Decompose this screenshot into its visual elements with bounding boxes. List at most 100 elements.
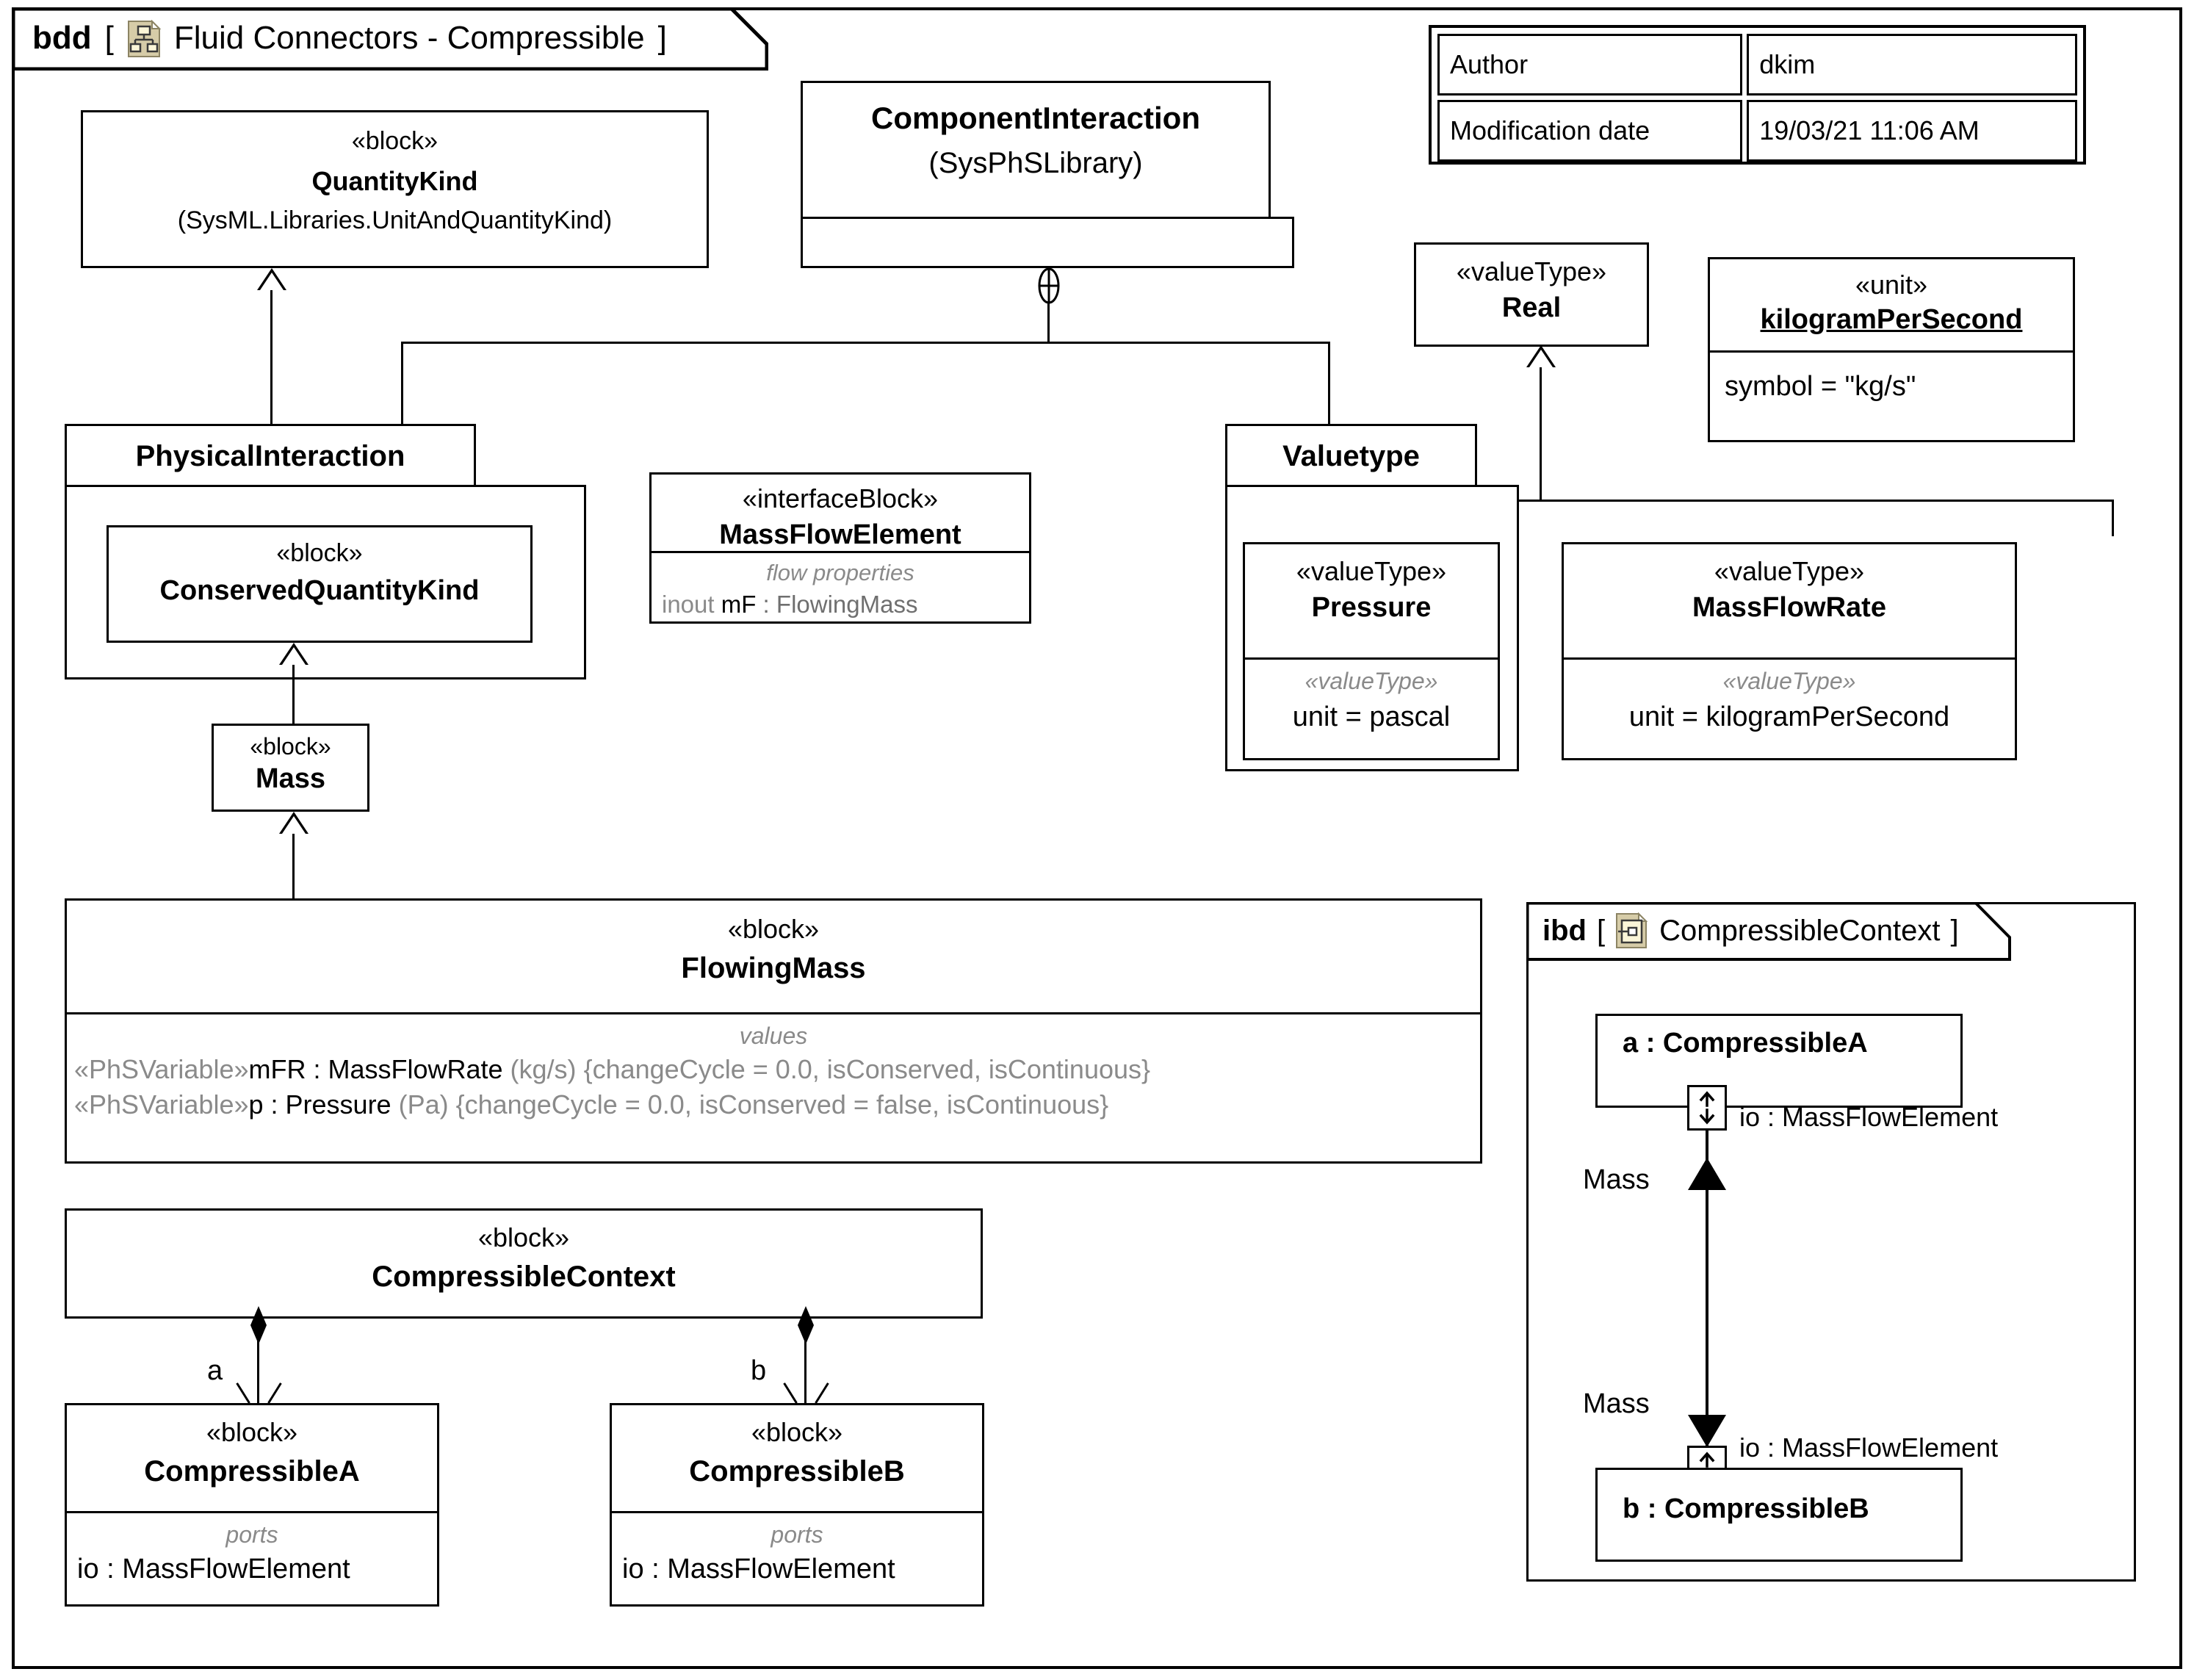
block-massflowelement-flowproperties: flow properties inout mF : FlowingMass bbox=[649, 551, 1031, 624]
block-compressibleb-ports: ports io : MassFlowElement bbox=[610, 1511, 984, 1607]
metadata-value-modification-date: 19/03/21 11:06 AM bbox=[1747, 100, 2077, 162]
ibd-flow-label-top: Mass bbox=[1583, 1164, 1650, 1195]
generalization-arrow-inner bbox=[282, 647, 306, 665]
compartment-title: «valueType» bbox=[1305, 668, 1438, 694]
block-name: ComponentInteraction bbox=[871, 101, 1200, 135]
value-property: unit = kilogramPerSecond bbox=[1628, 702, 1950, 733]
block-quantitykind[interactable]: «block» QuantityKind (SysML.Libraries.Un… bbox=[81, 110, 709, 268]
table-row: Author dkim bbox=[1437, 34, 2077, 95]
flow-arrow-up bbox=[1688, 1158, 1726, 1190]
block-stereotype: «block» bbox=[351, 127, 439, 155]
block-flowingmass-values: values «PhSVariable»mFR : MassFlowRate (… bbox=[65, 1012, 1482, 1164]
value-stereotype: «PhSVariable» bbox=[74, 1089, 249, 1120]
block-compressibleb[interactable]: «block» CompressibleB bbox=[610, 1403, 984, 1513]
metadata-table: Author dkim Modification date 19/03/21 1… bbox=[1429, 25, 2086, 165]
compartment-title: «valueType» bbox=[1722, 668, 1856, 694]
block-name: MassFlowRate bbox=[1692, 592, 1886, 624]
block-name: FlowingMass bbox=[681, 952, 866, 985]
value-constraints: {changeCycle = 0.0, isConserved = false,… bbox=[448, 1089, 1109, 1120]
containment-line bbox=[401, 342, 1330, 344]
block-stereotype: «block» bbox=[477, 1222, 570, 1252]
block-name: MassFlowElement bbox=[719, 519, 961, 551]
block-name: ConservedQuantityKind bbox=[159, 575, 480, 607]
value-core: mFR : MassFlowRate bbox=[248, 1054, 503, 1085]
generalization-fork-branch bbox=[2112, 500, 2114, 536]
block-stereotype: «interfaceBlock» bbox=[742, 483, 939, 513]
containment-icon bbox=[1033, 267, 1062, 304]
value-stereotype: «PhSVariable» bbox=[74, 1054, 249, 1085]
generalization-line bbox=[1540, 367, 1542, 501]
value-property-row: «PhSVariable»p : Pressure (Pa) {changeCy… bbox=[67, 1088, 1480, 1122]
flow-property-row: inout mF : FlowingMass bbox=[652, 589, 1029, 620]
block-stereotype: «block» bbox=[250, 733, 331, 760]
ibd-part-b[interactable]: b : CompressibleB bbox=[1595, 1468, 1963, 1562]
block-name: kilogramPerSecond bbox=[1760, 304, 2023, 336]
ibd-port-label-b: io : MassFlowElement bbox=[1739, 1432, 1999, 1463]
package-name: Valuetype bbox=[1282, 439, 1420, 472]
block-stereotype: «valueType» bbox=[1714, 556, 1865, 586]
unit-symbol-value: symbol = "kg/s" bbox=[1725, 371, 1916, 402]
composition-diamond-b bbox=[798, 1306, 814, 1344]
block-compressiblecontext[interactable]: «block» CompressibleContext bbox=[65, 1208, 983, 1319]
block-pressure[interactable]: «valueType» Pressure bbox=[1243, 542, 1500, 660]
block-stereotype: «block» bbox=[727, 914, 820, 944]
port-row: io : MassFlowElement bbox=[622, 1554, 895, 1585]
block-stereotype: «block» bbox=[751, 1417, 843, 1447]
block-componentinteraction-title[interactable]: ComponentInteraction (SysPhSLibrary) bbox=[801, 81, 1271, 220]
block-massflowelement[interactable]: «interfaceBlock» MassFlowElement bbox=[649, 472, 1031, 553]
package-name: PhysicalInteraction bbox=[135, 439, 405, 472]
block-kilogrampersecond[interactable]: «unit» kilogramPerSecond bbox=[1708, 257, 2075, 353]
block-componentinteraction-compartment bbox=[801, 217, 1294, 268]
block-name: QuantityKind bbox=[311, 166, 478, 197]
ibd-diagram-icon bbox=[1615, 912, 1649, 949]
generalization-line bbox=[292, 834, 295, 900]
block-name: CompressibleB bbox=[689, 1455, 905, 1488]
ibd-frame-tab bbox=[1526, 901, 2011, 961]
bdd-bracket-close: ] bbox=[657, 20, 667, 56]
block-conservedquantitykind[interactable]: «block» ConservedQuantityKind bbox=[107, 525, 533, 643]
block-mass[interactable]: «block» Mass bbox=[212, 724, 369, 812]
port-row: io : MassFlowElement bbox=[77, 1554, 350, 1585]
package-physicalinteraction-tab[interactable]: PhysicalInteraction bbox=[65, 424, 476, 486]
ibd-port-label-a: io : MassFlowElement bbox=[1739, 1102, 1999, 1132]
flow-sep: : bbox=[756, 591, 776, 619]
ibd-part-a[interactable]: a : CompressibleA bbox=[1595, 1014, 1963, 1108]
part-label: a : CompressibleA bbox=[1623, 1028, 1868, 1059]
block-stereotype: «block» bbox=[206, 1417, 298, 1447]
composition-diamond-a bbox=[250, 1306, 267, 1344]
ibd-flow-label-bottom: Mass bbox=[1583, 1388, 1650, 1419]
bdd-diagram-icon bbox=[127, 20, 161, 57]
proxy-port-a[interactable] bbox=[1687, 1085, 1727, 1131]
ibd-bracket-close: ] bbox=[1950, 914, 1959, 947]
composition-line-b bbox=[804, 1315, 806, 1403]
block-massflowrate[interactable]: «valueType» MassFlowRate bbox=[1562, 542, 2017, 660]
value-constraints: {changeCycle = 0.0, isConserved, isConti… bbox=[576, 1054, 1151, 1085]
block-name: Mass bbox=[255, 763, 326, 794]
composition-line-a bbox=[257, 1315, 259, 1403]
block-flowingmass[interactable]: «block» FlowingMass bbox=[65, 898, 1482, 1014]
block-name: Real bbox=[1501, 292, 1562, 324]
block-name: Pressure bbox=[1311, 592, 1432, 624]
containment-line bbox=[1047, 303, 1050, 343]
block-qualified-name: (SysML.Libraries.UnitAndQuantityKind) bbox=[177, 206, 613, 235]
block-qualified-name: (SysPhSLibrary) bbox=[928, 147, 1143, 180]
bdd-kind-label: bdd bbox=[32, 20, 92, 56]
ibd-kind-label: ibd bbox=[1542, 914, 1587, 947]
block-kilogrampersecond-values: symbol = "kg/s" bbox=[1708, 350, 2075, 442]
package-valuetype-tab[interactable]: Valuetype bbox=[1225, 424, 1477, 486]
ibd-diagram-name: CompressibleContext bbox=[1659, 914, 1941, 947]
value-core: p : Pressure bbox=[248, 1089, 391, 1120]
containment-line bbox=[1328, 342, 1330, 430]
composition-arrow-b bbox=[795, 1380, 816, 1403]
block-stereotype: «valueType» bbox=[1456, 256, 1607, 286]
metadata-value-author: dkim bbox=[1747, 34, 2077, 95]
compartment-title: ports bbox=[771, 1521, 823, 1548]
block-stereotype: «valueType» bbox=[1296, 556, 1447, 586]
generalization-line bbox=[270, 290, 273, 544]
block-compressiblea[interactable]: «block» CompressibleA bbox=[65, 1403, 439, 1513]
block-massflowrate-values: «valueType» unit = kilogramPerSecond bbox=[1562, 657, 2017, 760]
value-property-row: «PhSVariable»mFR : MassFlowRate (kg/s) {… bbox=[67, 1053, 1480, 1086]
block-real[interactable]: «valueType» Real bbox=[1414, 242, 1649, 347]
value-unit: (kg/s) bbox=[502, 1054, 577, 1085]
